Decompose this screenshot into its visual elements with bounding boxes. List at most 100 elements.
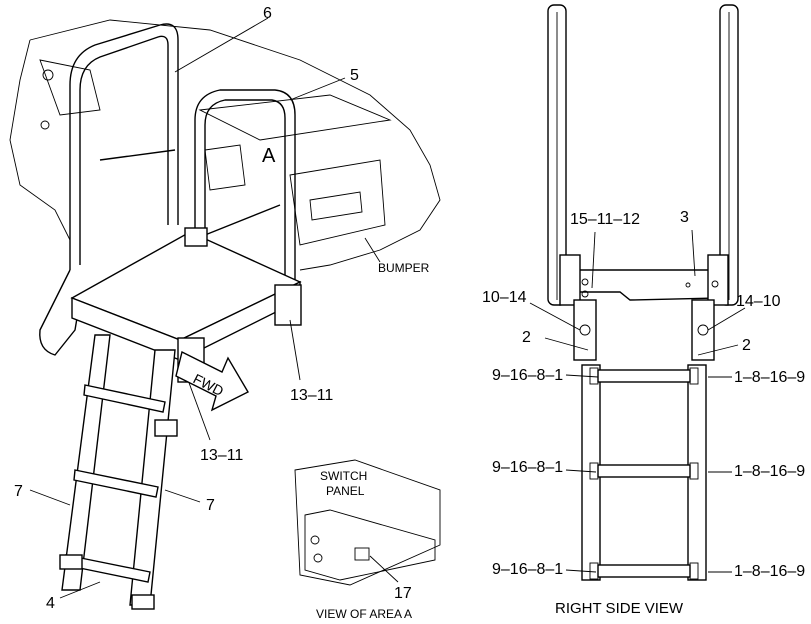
ladder-rail-right <box>129 349 176 606</box>
handrail-outer <box>69 23 179 270</box>
label-1-8-16-9-a: 1–8–16–9 <box>734 369 805 386</box>
leader-5 <box>289 77 346 101</box>
rung-2 <box>597 464 691 478</box>
label-9-16-8-1-b: 9–16–8–1 <box>492 459 563 476</box>
ladder-side-right <box>687 364 707 581</box>
leader-17 <box>369 555 399 583</box>
callout-6: 6 <box>263 5 272 22</box>
body-hole-1 <box>42 69 54 81</box>
callout-area-a: A <box>262 145 276 167</box>
ladder-rail-left <box>61 334 111 591</box>
machine-body-outline <box>29 19 441 271</box>
leader-13-11-left <box>187 379 211 441</box>
hinge-bracket-right <box>274 284 302 326</box>
bolt-1 <box>581 278 589 286</box>
side-plate-right <box>707 254 729 306</box>
right-side-view: 15–11–12 3 10–14 14–10 2 2 9–16–8–1 9–16… <box>482 4 805 617</box>
bumper-plate <box>289 159 386 246</box>
machine-body-left <box>9 39 71 241</box>
hinge-plate-left <box>573 299 597 361</box>
hinge-plate-right <box>691 299 715 361</box>
handrail-outer-bar <box>99 149 176 161</box>
handrail-outer-inner <box>79 35 169 265</box>
leader-2-left <box>544 337 589 351</box>
bolt-4 <box>685 282 691 288</box>
callout-14-10: 14–10 <box>736 293 781 310</box>
rung-end-2l <box>589 462 599 480</box>
ladder-rung-2 <box>73 469 159 498</box>
ladder-rung-1 <box>83 384 166 413</box>
callout-13-11-left: 13–11 <box>200 447 243 464</box>
leader-9-a <box>565 374 599 378</box>
leader-15-11-12 <box>591 231 596 289</box>
rung-end-3r <box>689 562 699 580</box>
label-panel: PANEL <box>326 484 365 498</box>
handrail-inner-inner <box>204 99 286 295</box>
leader-7-right <box>164 489 201 503</box>
leader-6 <box>174 17 269 73</box>
leader-7-left <box>29 489 71 506</box>
rung-end-2r <box>689 462 699 480</box>
callout-2-left: 2 <box>522 329 531 346</box>
label-switch: SWITCH <box>320 469 367 483</box>
label-9-16-8-1-a: 9–16–8–1 <box>492 367 563 384</box>
leader-4 <box>59 581 101 599</box>
rung-end-1r <box>689 367 699 385</box>
handrail-inner-rail <box>204 204 281 236</box>
callout-10-14: 10–14 <box>482 289 527 306</box>
leader-14-10 <box>707 307 746 331</box>
ladder-foot-left <box>59 554 83 570</box>
bracket-detail <box>204 144 246 191</box>
callout-3: 3 <box>680 209 689 226</box>
ladder-assembly-iso: 6 5 A BUMPER 13–11 13–11 7 7 4 <box>9 5 441 612</box>
label-right-side-view: RIGHT SIDE VIEW <box>555 600 684 617</box>
rung-1 <box>597 369 691 383</box>
platform-grate <box>184 227 208 247</box>
switch-knob-2 <box>313 553 323 563</box>
leader-3 <box>691 229 696 277</box>
leader-2-right <box>697 344 739 356</box>
callout-7-left: 7 <box>14 483 23 500</box>
bolt-2 <box>581 290 589 298</box>
switch-knob-1 <box>310 535 320 545</box>
forward-arrow: FWD <box>175 350 249 412</box>
fwd-arrow-shape <box>175 350 249 412</box>
ladder-side-left <box>581 364 601 581</box>
label-1-8-16-9-b: 1–8–16–9 <box>734 463 805 480</box>
label-9-16-8-1-c: 9–16–8–1 <box>492 561 563 578</box>
label-1-8-16-9-c: 1–8–16–9 <box>734 563 805 580</box>
leader-9-c <box>565 569 597 573</box>
callout-2-right: 2 <box>742 337 751 354</box>
switch-panel-part-17 <box>354 547 370 561</box>
handrail-outer-loop <box>39 269 81 356</box>
bumper-leader <box>364 237 381 263</box>
bolt-3 <box>711 280 719 288</box>
callout-5: 5 <box>350 67 359 84</box>
leader-10-14 <box>529 302 581 331</box>
switch-panel-box <box>304 509 436 581</box>
bumper-cutout <box>309 191 363 221</box>
rung-3 <box>597 564 691 578</box>
mount-rail <box>198 94 392 141</box>
label-view-area-a: VIEW OF AREA A <box>316 607 412 621</box>
platform-bracket <box>574 269 721 301</box>
inset-frame <box>294 459 441 586</box>
leader-9-b <box>565 469 597 473</box>
label-bumper: BUMPER <box>378 261 430 275</box>
rung-end-1l <box>589 367 599 385</box>
callout-17: 17 <box>394 585 412 602</box>
body-hole-2 <box>40 120 50 130</box>
leader-13-11-right <box>289 319 301 381</box>
callout-4: 4 <box>46 595 55 612</box>
ladder-foot-right <box>131 594 155 610</box>
callout-7-right: 7 <box>206 497 215 514</box>
view-of-area-a: SWITCH PANEL 17 VIEW OF AREA A <box>294 459 441 621</box>
callout-15-11-12: 15–11–12 <box>570 211 640 228</box>
side-plate-left <box>559 254 581 306</box>
handrail-inner <box>194 89 296 300</box>
callout-13-11-right: 13–11 <box>290 387 333 404</box>
ladder-bracket-upper <box>154 419 178 437</box>
rung-end-3l <box>589 562 599 580</box>
